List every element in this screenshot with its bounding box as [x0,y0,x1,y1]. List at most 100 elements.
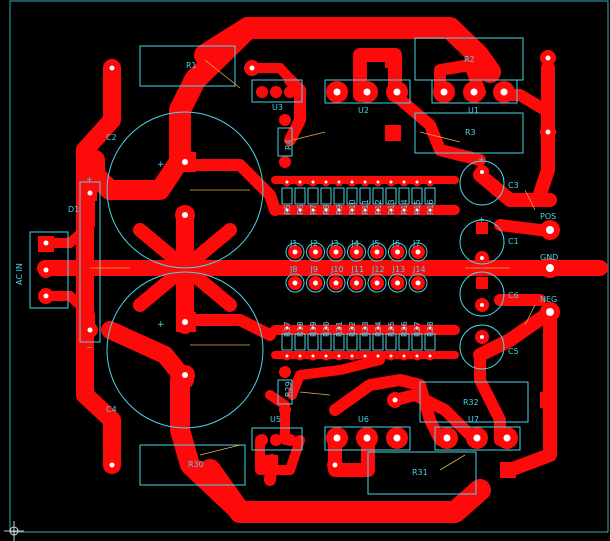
c4-plus-marker: + [157,320,165,330]
label-u6: U6 [358,415,369,424]
jumper-outline [367,273,387,293]
svg-text:+: + [478,215,485,224]
label-c5: C5 [508,347,519,356]
label-r26: R26 [400,321,409,337]
label-r8: R8 [322,204,331,215]
label-j5: J5 [371,239,379,248]
top-resistor-outline [320,187,332,205]
top-resistor-outline [281,187,293,205]
label-r29: R29 [284,381,293,397]
jumper-outline [285,242,305,262]
label-u7: U7 [468,415,479,424]
label-r10: R10 [348,199,357,215]
label-j12: J12 [371,265,385,274]
u6-outline [324,426,411,451]
bottom-resistor-outline [307,333,319,351]
label-r17: R17 [283,321,292,337]
label-r20: R20 [322,321,331,337]
label-r31: R31 [412,468,428,477]
label-j2: J2 [310,239,318,248]
jumper-outline [326,242,346,262]
c3-outline [459,160,505,206]
label-r30: R30 [188,460,204,469]
label-u2: U2 [358,106,369,115]
bottom-resistor-outline [385,333,397,351]
u5-outline [251,427,303,451]
label-r23: R23 [361,321,370,337]
top-resistor-outline [424,187,436,205]
label-r32: R32 [463,398,479,407]
label-r14: R14 [400,199,409,215]
label-c2: C2 [106,133,117,142]
bottom-resistor-outline [320,333,332,351]
label-r27: R27 [413,321,422,337]
c4-outline [106,271,264,429]
label-r25: R25 [387,321,396,337]
d1-minus: − [86,343,93,352]
label-r3: R3 [465,128,476,137]
jumper-outline [367,242,387,262]
label-r19: R19 [309,321,318,337]
bottom-resistor-outline [372,333,384,351]
drill-holes [43,55,554,468]
label-j1: J1 [289,239,297,248]
bottom-resistor-outline [294,333,306,351]
jumper-outline [388,242,407,262]
label-u3: U3 [272,103,283,112]
label-d1: D1 [68,205,79,214]
top-resistor-outline [359,187,371,205]
bottom-resistor-outline [359,333,371,351]
label-r22: R22 [348,321,357,337]
resistor-array-pads [282,177,435,361]
r31-outline [367,451,477,495]
top-resistor-outline [346,187,358,205]
label-r6: R6 [296,204,305,215]
origin-crosshair [4,521,24,541]
bottom-resistor-outline [398,333,410,351]
top-resistor-outline [385,187,397,205]
r30-outline [139,444,246,486]
label-r1: R1 [186,61,197,70]
top-resistor-outline [398,187,410,205]
label-c1: C1 [508,237,519,246]
top-resistor-outline [294,187,306,205]
top-resistor-outline [372,187,384,205]
label-u1: U1 [468,106,479,115]
u7-outline [434,426,521,451]
label-j10: J10 [330,265,344,274]
label-r7: R7 [309,204,318,215]
label-j14: J14 [412,265,426,274]
c6-outline [459,271,505,317]
label-r9: R9 [335,204,344,215]
jumper-outline [306,273,325,293]
u2-outline [324,79,411,104]
label-j7: J7 [412,239,420,248]
label-r13: R13 [387,199,396,215]
label-r12: R12 [374,199,383,215]
ratsnest [90,59,536,471]
jumper-outline [326,273,346,293]
label-j8: J8 [289,265,297,274]
svg-text:+: + [478,155,485,164]
label-r21: R21 [335,321,344,337]
bottom-resistor-outline [333,333,345,351]
label-j9: J9 [310,265,318,274]
silkscreen: + + + − + + R1 R2 R3 U3 U2 U1 C2 C4 C3 C… [15,37,558,495]
jumper-outline [347,242,366,262]
ac-in-outline [29,231,69,309]
board-outline [9,0,609,533]
label-r15: R15 [413,199,422,215]
jumper-outline [347,273,366,293]
d1-plus: + [86,175,93,184]
label-j6: J6 [392,239,400,248]
top-resistor-outline [307,187,319,205]
r3-outline [414,112,524,154]
u3-outline [251,79,303,103]
label-r2: R2 [464,55,475,64]
label-j3: J3 [330,239,338,248]
c1-outline [459,219,505,265]
r1-outline [139,45,236,87]
c5-outline [459,324,505,370]
